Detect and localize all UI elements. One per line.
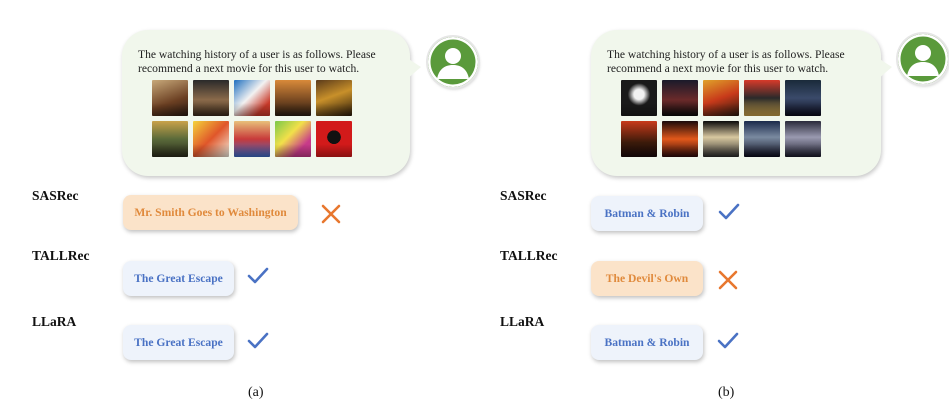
cross-icon bbox=[718, 270, 738, 290]
movie-poster-icon bbox=[193, 80, 229, 116]
movie-poster-icon bbox=[316, 80, 352, 116]
check-icon bbox=[718, 203, 740, 220]
movie-poster-icon bbox=[316, 121, 352, 157]
movie-poster-icon bbox=[275, 80, 311, 116]
prompt-bubble: The watching history of a user is as fol… bbox=[591, 30, 892, 176]
panel-b: The watching history of a user is as fol… bbox=[470, 0, 948, 409]
panel-a: The watching history of a user is as fol… bbox=[0, 0, 478, 409]
cross-icon bbox=[321, 204, 341, 224]
prompt-text: The watching history of a user is as fol… bbox=[607, 48, 845, 75]
movie-poster-icon bbox=[744, 80, 780, 116]
movie-poster-icon bbox=[193, 121, 229, 157]
model-label-tallrec: TALLRec bbox=[500, 248, 558, 263]
watch-history-posters bbox=[621, 80, 857, 162]
movie-poster-icon bbox=[785, 121, 821, 157]
movie-poster-icon bbox=[234, 121, 270, 157]
movie-poster-icon bbox=[662, 121, 698, 157]
prompt-text: The watching history of a user is as fol… bbox=[138, 48, 376, 75]
model-label-llara: LLaRA bbox=[500, 314, 545, 329]
watch-history-posters bbox=[152, 80, 388, 162]
bubble-tail bbox=[407, 58, 421, 79]
check-icon bbox=[717, 332, 739, 349]
model-label-sasrec: SASRec bbox=[32, 188, 79, 203]
movie-poster-icon bbox=[621, 121, 657, 157]
movie-poster-icon bbox=[662, 80, 698, 116]
movie-poster-icon bbox=[152, 121, 188, 157]
movie-poster-icon bbox=[785, 80, 821, 116]
movie-poster-icon bbox=[621, 80, 657, 116]
movie-poster-icon bbox=[744, 121, 780, 157]
answer-box-sasrec: Batman & Robin bbox=[591, 196, 703, 231]
prompt-bubble: The watching history of a user is as fol… bbox=[122, 30, 421, 176]
model-label-llara: LLaRA bbox=[32, 314, 77, 329]
answer-box-llara: Batman & Robin bbox=[591, 325, 703, 360]
caption-a: (a) bbox=[248, 385, 264, 400]
user-avatar-icon bbox=[428, 37, 478, 87]
check-icon bbox=[247, 332, 269, 349]
movie-poster-icon bbox=[703, 121, 739, 157]
movie-poster-icon bbox=[275, 121, 311, 157]
bubble-tail bbox=[878, 58, 892, 79]
movie-poster-icon bbox=[234, 80, 270, 116]
model-label-sasrec: SASRec bbox=[500, 188, 547, 203]
movie-poster-icon bbox=[152, 80, 188, 116]
caption-b: (b) bbox=[718, 385, 735, 400]
movie-poster-icon bbox=[703, 80, 739, 116]
answer-box-tallrec: The Great Escape bbox=[123, 261, 234, 296]
answer-box-llara: The Great Escape bbox=[123, 325, 234, 360]
model-label-tallrec: TALLRec bbox=[32, 248, 90, 263]
answer-box-tallrec: The Devil's Own bbox=[591, 261, 703, 296]
check-icon bbox=[247, 267, 269, 284]
user-avatar-icon bbox=[898, 34, 948, 84]
answer-box-sasrec: Mr. Smith Goes to Washington bbox=[123, 195, 298, 230]
